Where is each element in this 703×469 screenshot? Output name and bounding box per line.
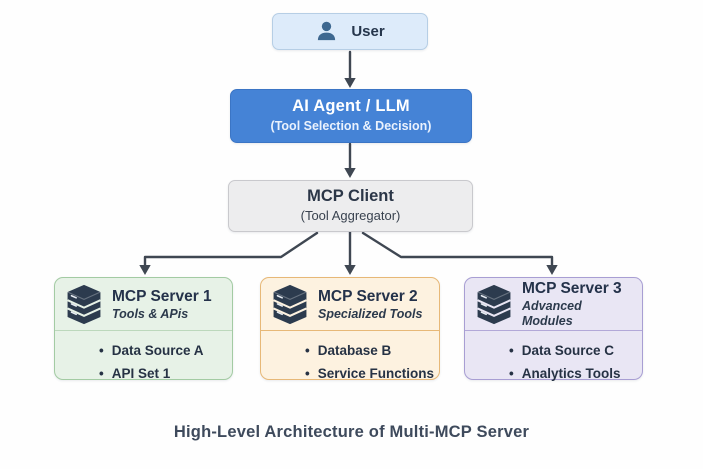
server2-subtitle: Specialized Tools <box>318 306 423 321</box>
server2-title: MCP Server 2 <box>318 287 418 305</box>
arrow-client-to-server2 <box>344 230 356 275</box>
arrow-user-to-agent <box>344 50 356 88</box>
agent-title: AI Agent / LLM <box>292 97 410 115</box>
server-stack-icon <box>477 284 511 325</box>
server1-divider <box>55 330 232 331</box>
server3-subtitle: Advanced Modules <box>522 299 582 328</box>
client-subtitle: (Tool Aggregator) <box>300 208 401 223</box>
server3-item: Data Source C <box>509 339 642 362</box>
server2-item-list: Database B Service Functions <box>261 339 439 385</box>
agent-box: AI Agent / LLM (Tool Selection & Decisio… <box>230 89 472 143</box>
server-stack-icon <box>67 284 101 325</box>
diagram-caption: High-Level Architecture of Multi-MCP Ser… <box>173 423 530 441</box>
server2-divider <box>261 330 439 331</box>
arrow-agent-to-client <box>344 142 356 178</box>
server1-subtitle: Tools & APis <box>112 306 189 321</box>
agent-subtitle: (Tool Selection & Decision) <box>270 119 432 133</box>
user-box: User <box>272 13 428 50</box>
server-stack-icon <box>273 284 307 325</box>
server1-item-list: Data Source A API Set 1 <box>55 339 232 385</box>
server1-item: API Set 1 <box>99 362 232 385</box>
server1-box: MCP Server 1 Tools & APis Data Source A … <box>54 277 233 381</box>
server2-box: MCP Server 2 Specialized Tools Database … <box>260 277 440 381</box>
server1-item: Data Source A <box>99 339 232 362</box>
server3-divider <box>465 330 642 331</box>
server3-box: MCP Server 3 Advanced Modules Data Sourc… <box>464 277 643 381</box>
server2-header: MCP Server 2 Specialized Tools <box>261 278 439 325</box>
server3-header: MCP Server 3 Advanced Modules <box>465 278 642 328</box>
client-title: MCP Client <box>307 187 394 205</box>
server3-item-list: Data Source C Analytics Tools <box>465 339 642 385</box>
person-icon <box>318 21 336 41</box>
server1-header: MCP Server 1 Tools & APis <box>55 278 232 325</box>
server1-title: MCP Server 1 <box>112 287 212 305</box>
server2-item: Service Functions <box>305 362 439 385</box>
server3-title: MCP Server 3 <box>522 280 622 297</box>
arrow-client-to-server1 <box>139 231 319 275</box>
server3-item: Analytics Tools <box>509 362 642 385</box>
arrow-client-to-server3 <box>361 231 558 275</box>
client-box: MCP Client (Tool Aggregator) <box>228 180 473 232</box>
server2-item: Database B <box>305 339 439 362</box>
user-label: User <box>351 23 385 40</box>
